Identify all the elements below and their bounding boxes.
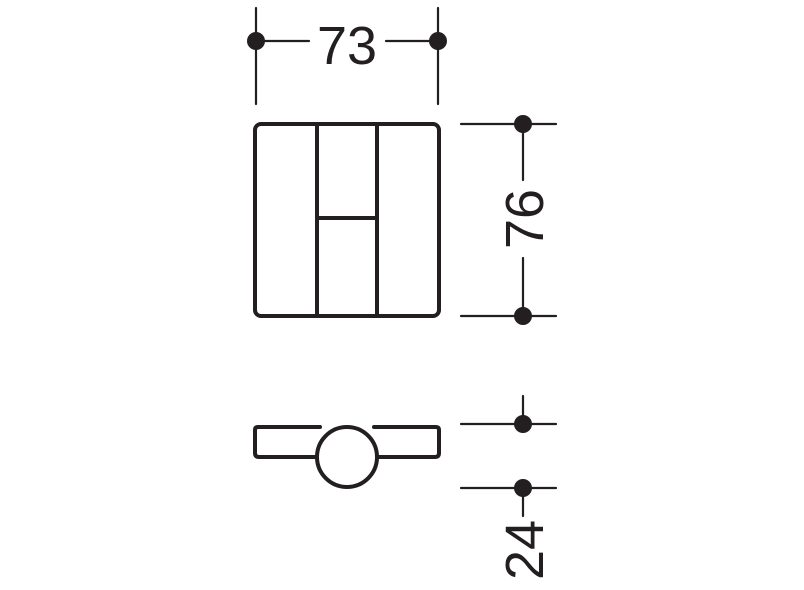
side-view-plate-left: [253, 425, 322, 459]
height-dimension-label: 76: [495, 189, 555, 249]
width-dimension-label: 73: [317, 16, 377, 76]
side-view-plate-right: [372, 425, 441, 459]
top-view: [253, 122, 441, 318]
depth-dimension-label: 24: [495, 520, 555, 580]
side-view: [253, 425, 441, 489]
height-dimension-dot-top: [514, 115, 532, 133]
depth-dimension: [459, 394, 558, 518]
depth-dimension-dot-bottom: [514, 479, 532, 497]
height-dimension: [459, 115, 558, 325]
width-dimension-dot-right: [429, 32, 447, 50]
height-dimension-dot-bottom: [514, 307, 532, 325]
side-view-knob: [315, 425, 379, 489]
width-dimension: [247, 6, 447, 106]
depth-dimension-dot-top: [514, 415, 532, 433]
top-view-outline: [253, 122, 441, 318]
width-dimension-dot-left: [247, 32, 265, 50]
